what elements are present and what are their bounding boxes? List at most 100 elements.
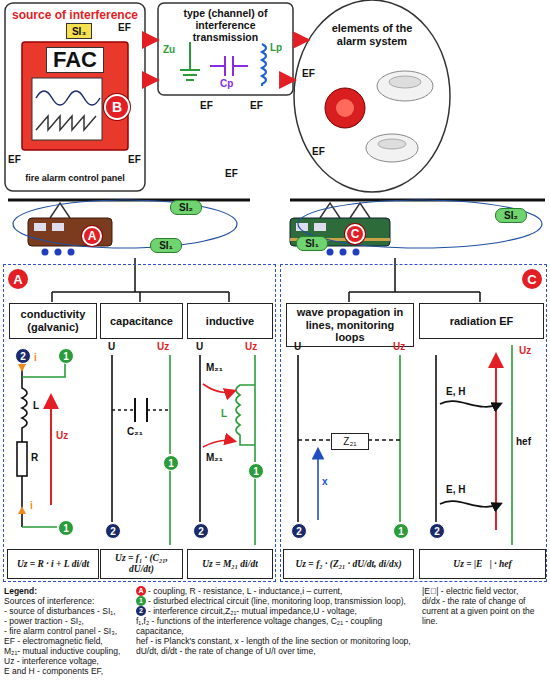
inductive-schematic: [236, 355, 255, 545]
legend-text: - fire alarm control panel - SI₃,: [4, 626, 132, 636]
trains: [42, 249, 49, 256]
legend-text: - source of disturbances - SI₁,: [4, 606, 132, 616]
wave-schematic: [399, 355, 401, 522]
capacitive-schematic: [135, 398, 147, 422]
category-box: conductivity (galvanic): [9, 303, 97, 339]
formula-box: Uz = |E⃗| · hef: [419, 549, 546, 579]
callout-circle: B: [104, 94, 130, 120]
capacitive-schematic: [169, 355, 171, 545]
galvanic-schematic: [22, 363, 65, 527]
node-text: 1: [63, 523, 69, 534]
sample-number: 2: [139, 606, 143, 616]
circuit-number: 2: [105, 523, 121, 539]
frame-outline: [5, 0, 450, 192]
node-text: capacitance: [110, 315, 173, 328]
node-text: Uz = M₂₁ di/dt: [202, 559, 258, 570]
legend-sample: A: [136, 586, 146, 596]
trains: [28, 218, 112, 246]
node-text: 2: [434, 526, 440, 537]
node-text: SI₁: [159, 240, 173, 251]
radiation-schematic: [436, 345, 512, 545]
circuit-number: 2: [15, 348, 31, 364]
legend-text: f₁,f₂ - functions of the interference vo…: [136, 616, 418, 636]
formula-box: Uz = f₁ · (C₂₁, dU/dt): [100, 549, 183, 579]
node-text: Uz = R · i + L di/dt: [17, 559, 89, 570]
category-box: inductive: [187, 303, 273, 339]
formula-box: Uz = M₂₁ di/dt: [187, 549, 273, 579]
alarm-devices: [377, 71, 433, 101]
text-label: R: [31, 452, 38, 463]
circuit-number: 1: [58, 348, 74, 364]
circuit-number: 1: [58, 520, 74, 536]
frame-outline: [158, 3, 293, 95]
legend-text: - interference circuit,Z₂₁- mutual imped…: [148, 606, 357, 616]
text-label: L: [33, 400, 39, 411]
elements-circle: elements of the alarm system: [294, 0, 450, 192]
node-text: SI₃: [72, 26, 86, 37]
alarm-devices: [325, 71, 433, 162]
node-text: elements of the alarm system: [322, 22, 422, 47]
capacitive-schematic: [111, 355, 113, 522]
node-text: 1: [63, 351, 69, 362]
legend-sample: 2: [136, 606, 146, 616]
circuit-number: 1: [393, 523, 409, 539]
text-label: EF: [200, 100, 213, 111]
channel-symbols: [262, 44, 266, 86]
connector-arrow: [145, 39, 157, 42]
text-label: EF: [225, 168, 238, 179]
node-text: SI₁: [305, 238, 319, 249]
trains: [314, 223, 326, 231]
node-text: 1: [168, 458, 174, 469]
source-tag: SI₂: [170, 200, 202, 215]
legend-text: |E⃗| - electric field vector,: [422, 586, 544, 596]
wave-schematic: [297, 355, 299, 522]
text-label: i: [34, 352, 37, 363]
legend-text: EF - electromagnetic field,: [4, 636, 132, 646]
text-label: x: [322, 476, 328, 487]
legend-text: hef - is Planck's constant, x - length o…: [136, 636, 418, 646]
node-text: Uz = f₂ · (Z₂₁ · dU/dt, di/dx): [295, 559, 401, 570]
trains: [13, 200, 237, 248]
text-label: L: [221, 408, 227, 419]
coupling-region: Cwave propagation in lines, monitoring l…: [280, 264, 547, 582]
radiation-schematic: [440, 401, 500, 407]
source-tag: SI₂: [495, 208, 527, 223]
formula-box: Uz = f₂ · (Z₂₁ · dU/dt, di/dx): [283, 549, 414, 579]
node-text: type (channel) of interference transmiss…: [183, 7, 267, 43]
trains: [340, 249, 347, 256]
legend-column: |E⃗| - electric field vector,di/dx - the…: [422, 586, 548, 694]
text-label: hef: [516, 436, 531, 447]
text-label: Cp: [220, 78, 233, 89]
inductive-schematic: [203, 440, 234, 447]
wave-schematic: [298, 355, 400, 522]
text-label: U: [294, 341, 301, 352]
node-text: radiation EF: [450, 315, 514, 328]
legend-text: Sources of interference:: [4, 596, 132, 606]
text-label: Uz: [519, 345, 531, 356]
text-label: M₂₁: [206, 452, 223, 463]
galvanic-schematic: [18, 506, 26, 514]
alarm-devices: [389, 76, 421, 88]
node-text: 2: [20, 351, 26, 362]
source-tag: SI₃: [66, 23, 92, 39]
node-text: Z₂₁: [343, 436, 356, 447]
channel-symbols: [210, 56, 248, 76]
node-text: A: [88, 229, 97, 243]
wave-schematic: [317, 450, 319, 520]
text-label: EF: [8, 154, 21, 165]
legend-text: - power traction - SI₂,: [4, 616, 132, 626]
node-text: conductivity (galvanic): [13, 308, 93, 333]
legend-text: Legend:: [4, 586, 132, 596]
text-label: EF: [250, 100, 263, 111]
text-label: E, H: [446, 386, 465, 397]
legend-text: Uz - interference voltage,: [4, 656, 132, 666]
trains: [50, 203, 370, 218]
connector-arrow: [293, 39, 308, 42]
trains: [68, 249, 75, 256]
fac-panel: [36, 91, 100, 105]
text-label: U: [196, 341, 203, 352]
text-label: Uz: [56, 430, 68, 441]
inductive-schematic: [199, 355, 201, 522]
legend-row: A- coupling, R - resistance, L - inducta…: [136, 586, 418, 596]
